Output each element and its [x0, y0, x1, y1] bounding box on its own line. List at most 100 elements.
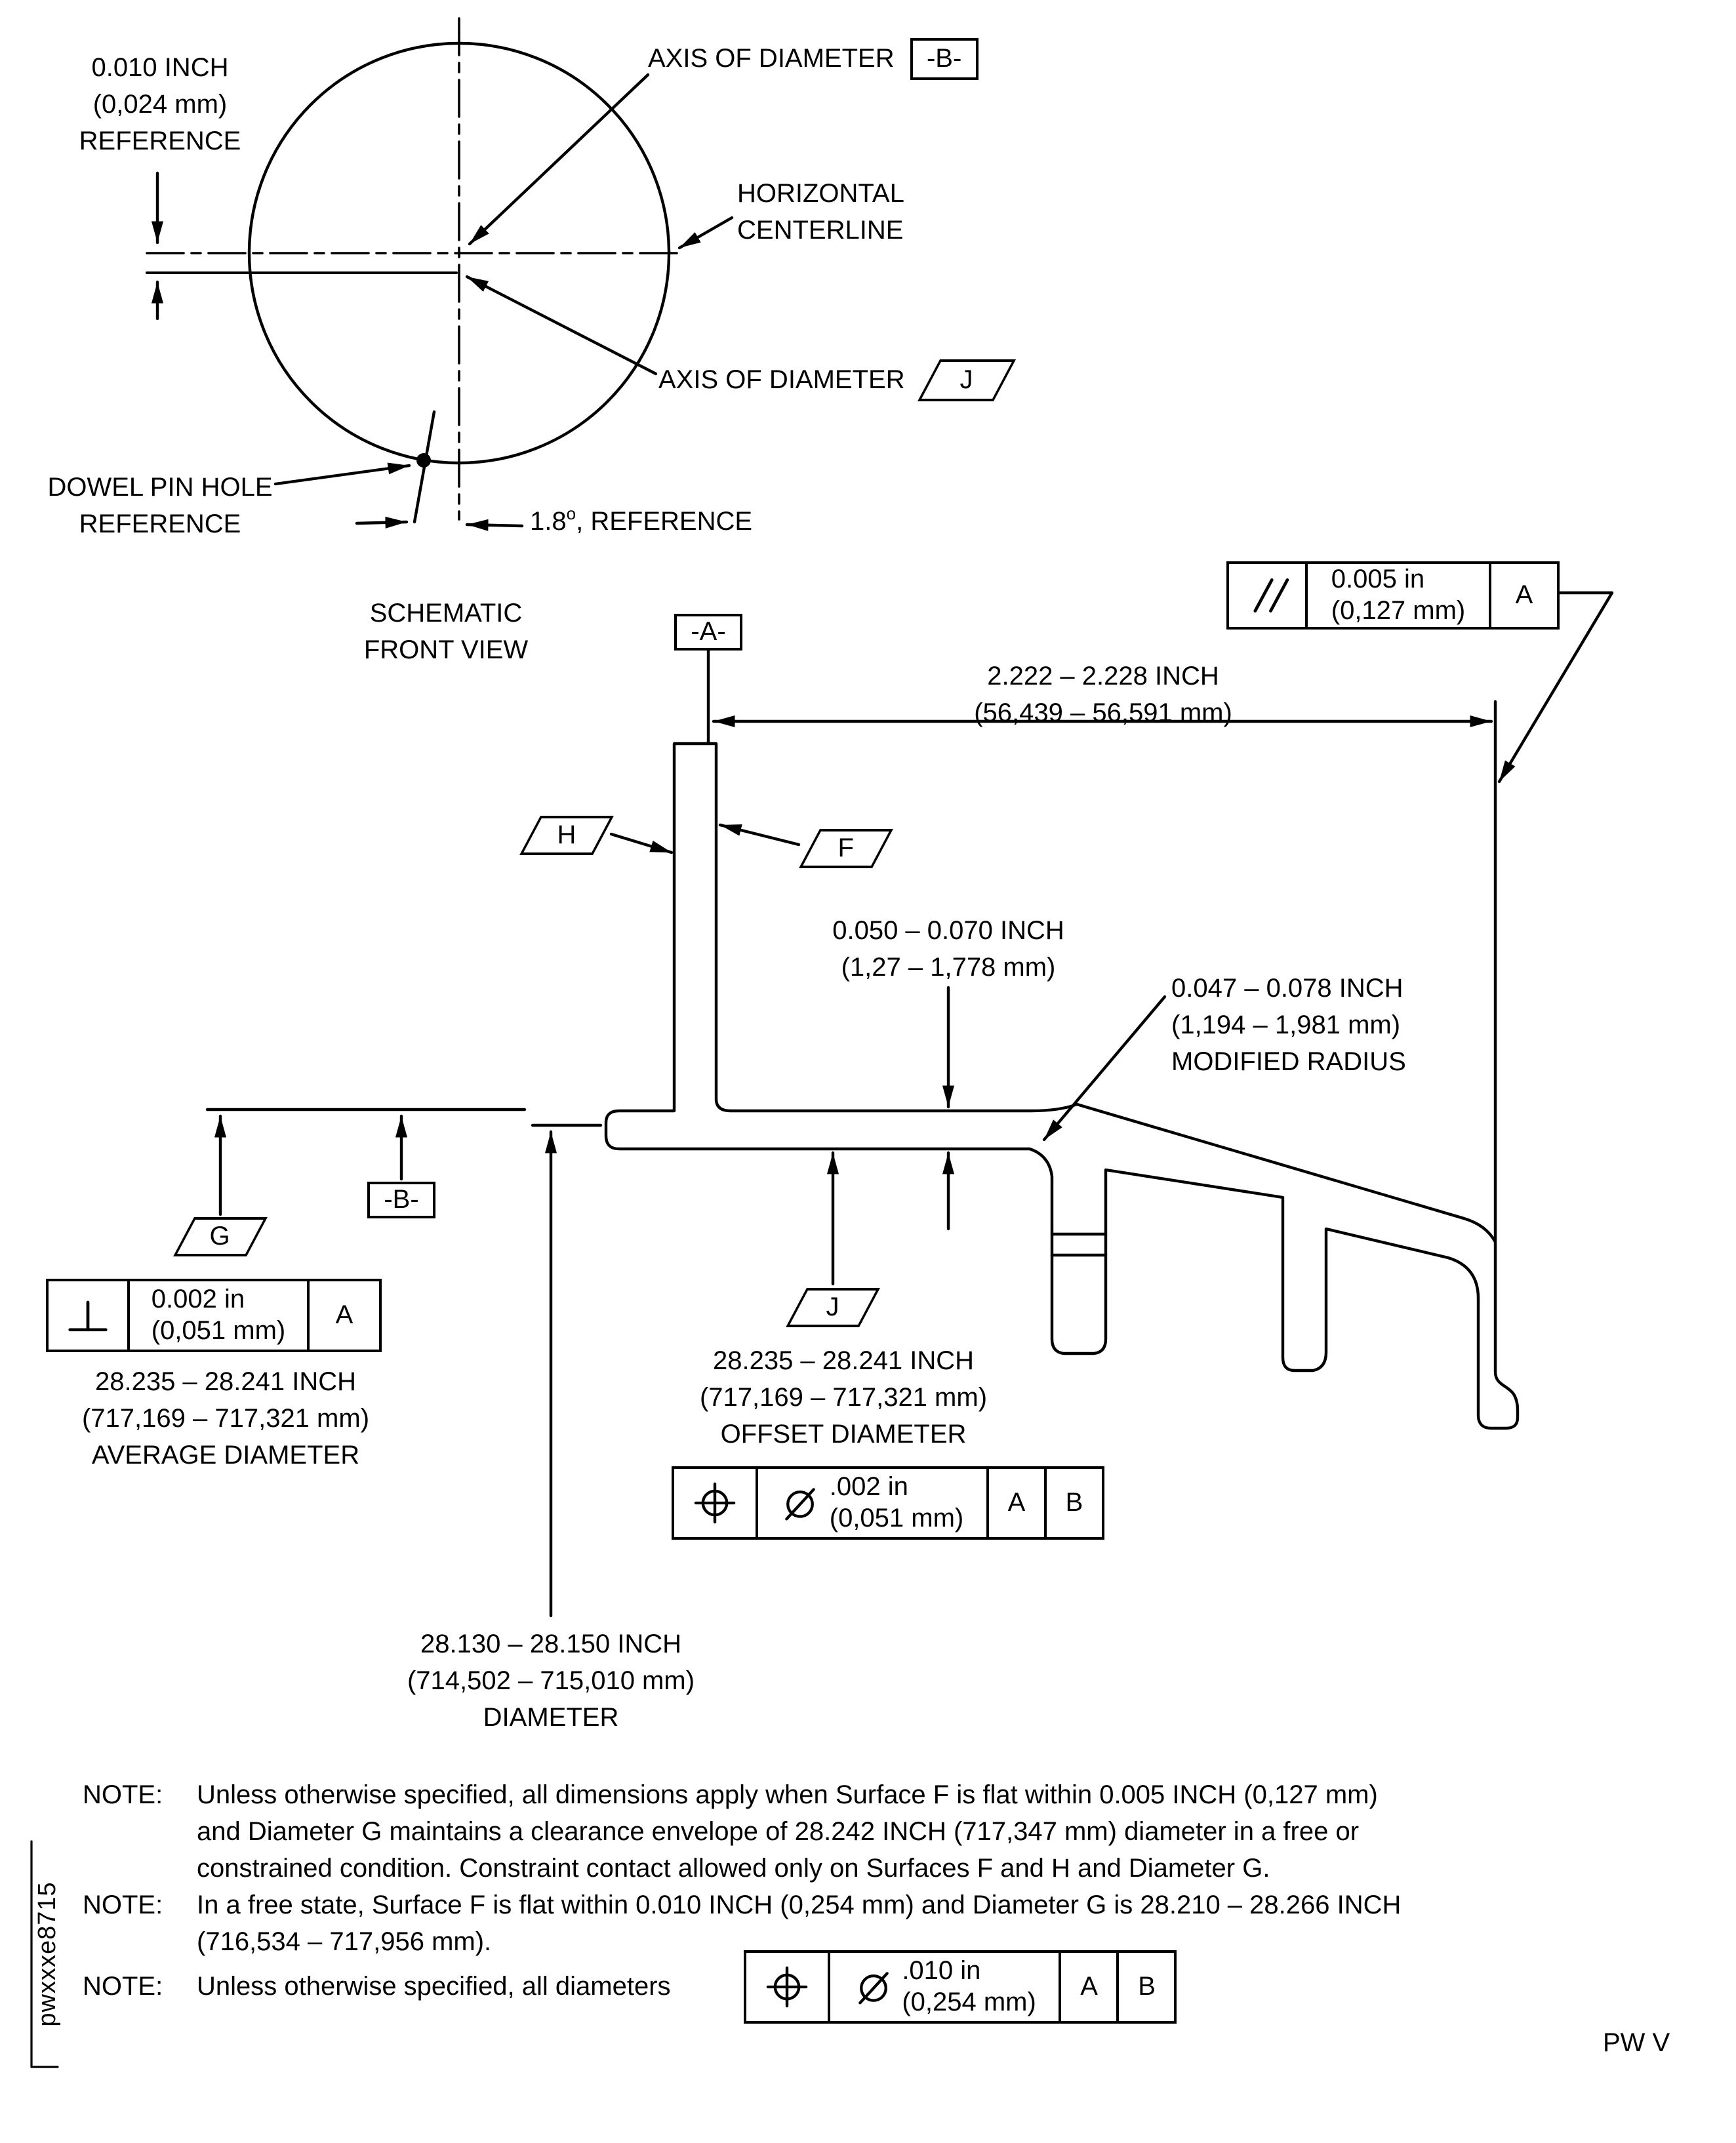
page-ref: PW V [1603, 2029, 1670, 2058]
offset-diameter-inch: 28.235 – 28.241 INCH [712, 1347, 975, 1376]
fcf-position-offset-datum-a: A [986, 1469, 1044, 1537]
bore-diameter-label: 28.130 – 28.150 INCH (714,502 – 715,010 … [407, 1626, 695, 1736]
fcf-perp-tol-in: 0.002 in [151, 1285, 245, 1314]
average-diameter-caption: AVERAGE DIAMETER [91, 1441, 360, 1470]
fcf-parallelism-tolerance: 0.005 in (0,127 mm) [1305, 564, 1489, 627]
axis-j-text: AXIS OF DIAMETER [658, 366, 905, 395]
fcf-parallelism: 0.005 in (0,127 mm) A [1226, 561, 1560, 630]
fcf-parallelism-tol-in: 0.005 in [1331, 565, 1425, 594]
average-diameter-label: 28.235 – 28.241 INCH (717,169 – 717,321 … [82, 1364, 369, 1474]
wall-thickness-inch: 0.050 – 0.070 INCH [832, 917, 1064, 946]
hc-line2: CENTERLINE [737, 216, 904, 245]
flange-width-mm: (56,439 – 56,591 mm) [974, 699, 1232, 728]
fcf-position-general-datum-a: A [1059, 1953, 1117, 2021]
offset-diameter-mm: (717,169 – 717,321 mm) [699, 1384, 988, 1412]
datum-b-flag: -B- [367, 1182, 435, 1218]
flag-h-letter: H [557, 820, 576, 849]
flange-width-dimension: 2.222 – 2.228 INCH (56,439 – 56,591 mm) [974, 658, 1232, 732]
perpendicularity-icon [49, 1281, 127, 1350]
fcf-parallelism-tol-mm: (0,127 mm) [1331, 597, 1466, 626]
axis-j-leader [465, 275, 658, 376]
note-2-line2: (716,534 – 717,956 mm). [197, 1928, 492, 1957]
watermark-bracket [30, 1840, 59, 2068]
flag-h-leader [609, 832, 674, 854]
average-diameter-inch: 28.235 – 28.241 INCH [94, 1368, 357, 1397]
horizontal-centerline-label: HORIZONTAL CENTERLINE [737, 176, 904, 249]
caption-line2: FRONT VIEW [363, 636, 529, 665]
position-icon [674, 1469, 756, 1537]
fcf-position-general-tolerance: .010 in (0,254 mm) [828, 1953, 1059, 2021]
note-3-text: Unless otherwise specified, all diameter… [197, 1973, 671, 2001]
fcf-position-general: .010 in (0,254 mm) A B [744, 1950, 1177, 2024]
flag-f-leader [718, 823, 801, 847]
front-view-group [146, 17, 734, 531]
note-2-label: NOTE: [83, 1891, 163, 1920]
dowel-line1: DOWEL PIN HOLE [47, 473, 273, 502]
wall-thickness-dimension: 0.050 – 0.070 INCH (1,27 – 1,778 mm) [832, 913, 1064, 986]
fcf-pos-offset-tol-mm: (0,051 mm) [829, 1504, 964, 1533]
angle-arrow-left [465, 519, 524, 531]
fcf-pos-general-tol-mm: (0,254 mm) [902, 1988, 1036, 2017]
axis-b-text: AXIS OF DIAMETER [648, 45, 895, 73]
fcf-position-general-datum-b: B [1116, 1953, 1175, 2021]
dowel-pin-hole-label: DOWEL PIN HOLE REFERENCE [47, 470, 272, 543]
fcf-perpendicularity-tolerance: 0.002 in (0,051 mm) [127, 1281, 307, 1350]
offset-reference-line3: REFERENCE [79, 127, 241, 156]
note-1-label: NOTE: [83, 1781, 163, 1810]
caption-line1: SCHEMATIC [369, 599, 523, 628]
section-view-group [205, 591, 1614, 1618]
flag-g-letter: G [210, 1222, 231, 1251]
datum-flag-b-callout: -B- [910, 38, 979, 80]
bore-diameter-inch: 28.130 – 28.150 INCH [420, 1630, 682, 1659]
wall-thickness-mm: (1,27 – 1,778 mm) [841, 953, 1056, 982]
dowel-leader [273, 462, 411, 486]
flag-f-letter: F [838, 833, 855, 862]
offset-diameter-caption: OFFSET DIAMETER [720, 1420, 967, 1449]
centerline-leader [677, 216, 734, 250]
angle-reference-label: 1.8o, REFERENCE [530, 504, 752, 543]
parallelism-icon [1229, 564, 1305, 627]
note-3: NOTE: Unless otherwise specified, all di… [83, 1950, 1177, 2024]
fcf-perpendicularity: 0.002 in (0,051 mm) A [46, 1279, 382, 1352]
angle-value: 1.8 [530, 508, 567, 536]
axis-of-diameter-b-label: AXIS OF DIAMETER -B- [648, 38, 979, 80]
flag-j-letter: J [826, 1292, 839, 1321]
part-outline [604, 742, 1520, 1430]
drawing-code-watermark: pwxxxe8715 [34, 1881, 62, 2027]
modified-radius-inch: 0.047 – 0.078 INCH [1171, 974, 1403, 1003]
fcf-pos-offset-tol-in: .002 in [829, 1473, 908, 1502]
modified-radius-label: 0.047 – 0.078 INCH (1,194 – 1,981 mm) MO… [1171, 971, 1406, 1081]
note-1-line2: and Diameter G maintains a clearance env… [197, 1818, 1360, 1847]
bore-diameter-mm: (714,502 – 715,010 mm) [407, 1667, 695, 1696]
note-3-label: NOTE: [83, 1973, 163, 2001]
fcf-parallelism-datum-a: A [1489, 564, 1557, 627]
dowel-line2: REFERENCE [79, 510, 241, 539]
note-2-line1: In a free state, Surface F is flat withi… [197, 1891, 1402, 1920]
dowel-pin-hole-dot [416, 453, 431, 468]
position-icon [747, 1953, 828, 2021]
offset-diameter-label: 28.235 – 28.241 INCH (717,169 – 717,321 … [700, 1343, 987, 1453]
modified-radius-mm: (1,194 – 1,981 mm) [1171, 1011, 1401, 1040]
hc-line1: HORIZONTAL [737, 180, 904, 209]
datum-a-flag: -A- [674, 614, 742, 651]
modified-radius-caption: MODIFIED RADIUS [1171, 1048, 1406, 1077]
parallelism-leader [1497, 591, 1614, 784]
angle-suffix: , REFERENCE [576, 508, 753, 536]
flange-width-inch: 2.222 – 2.228 INCH [987, 662, 1219, 691]
offset-reference-line2: (0,024 mm) [92, 90, 228, 119]
surface-flag-j-callout: J [917, 359, 1016, 401]
fcf-perpendicularity-datum-a: A [307, 1281, 379, 1350]
fcf-position-offset-datum-b: B [1044, 1469, 1102, 1537]
fcf-pos-general-tol-in: .010 in [902, 1957, 981, 1986]
degree-symbol: o [566, 504, 576, 523]
schematic-front-view-caption: SCHEMATIC FRONT VIEW [364, 595, 528, 669]
note-2: NOTE: In a free state, Surface F is flat… [83, 1887, 1401, 1961]
note-1: NOTE: Unless otherwise specified, all di… [83, 1777, 1378, 1887]
average-diameter-mm: (717,169 – 717,321 mm) [81, 1405, 370, 1433]
note-1-line3: constrained condition. Constraint contac… [197, 1854, 1270, 1883]
axis-b-leader [468, 73, 650, 246]
diameter-icon [785, 1488, 816, 1521]
